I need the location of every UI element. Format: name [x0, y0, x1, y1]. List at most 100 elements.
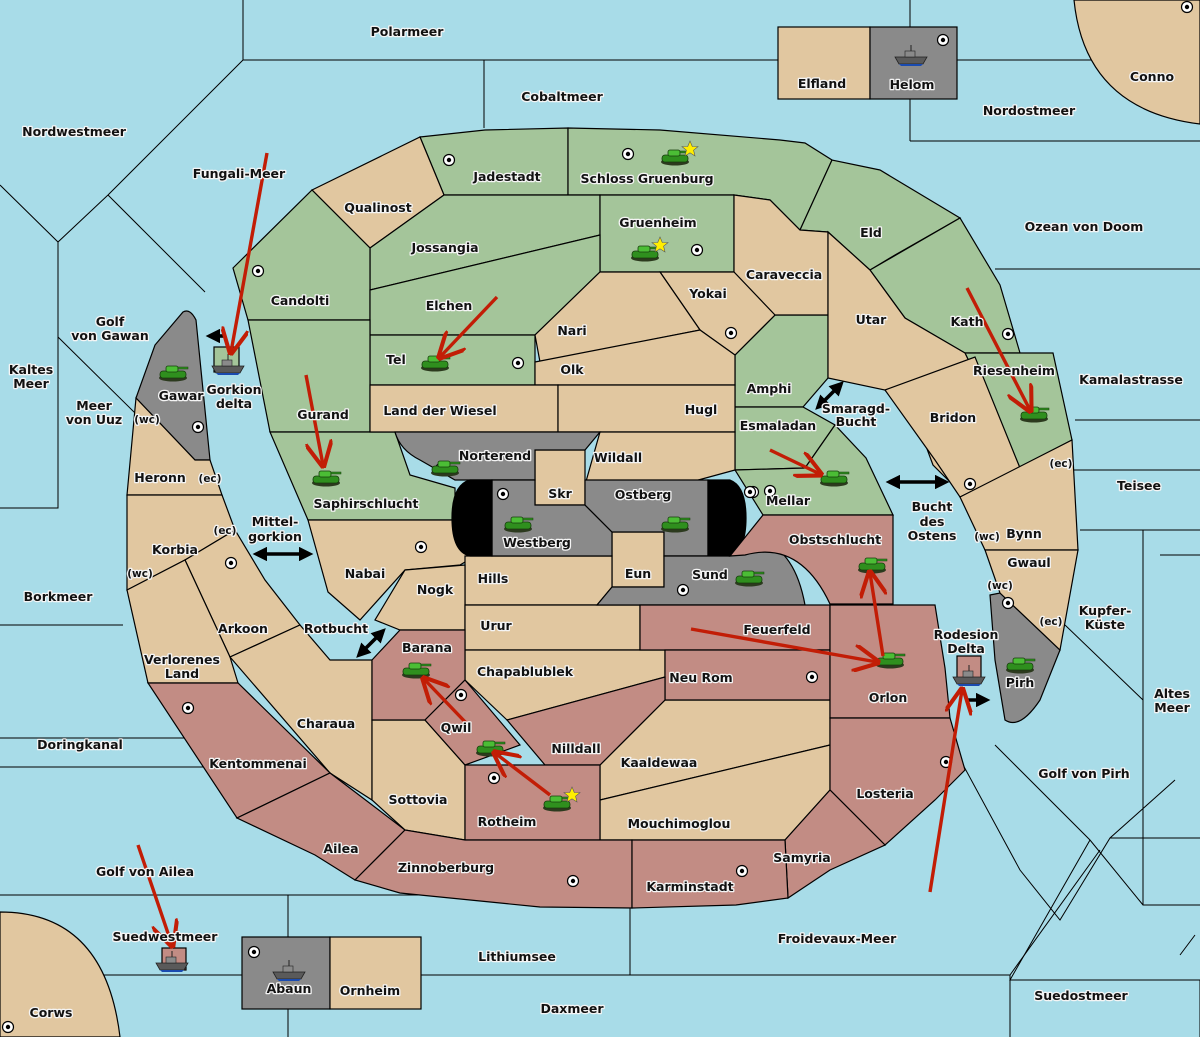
province-label-zinnoberburg: Zinnoberburg — [398, 860, 494, 875]
province-nilldall[interactable] — [505, 676, 666, 766]
provinces-neutral — [126, 194, 1079, 841]
province-label-korbia: Korbia — [152, 542, 198, 557]
sea-label-suedostmeer: Suedostmeer — [1034, 988, 1128, 1003]
province-label-mouchimoglou: Mouchimoglou — [628, 816, 731, 831]
sea-label-rotbucht: Rotbucht — [304, 621, 368, 636]
province-pirh[interactable] — [989, 592, 1061, 724]
province-jadestadt[interactable] — [419, 127, 569, 196]
supply-center-icon — [454, 688, 468, 702]
move-order-arrow — [136, 844, 172, 945]
province-gwaul[interactable] — [984, 549, 1079, 652]
sea-label-fungali-meer: Fungali-Meer — [193, 166, 286, 181]
province-label-utar: Utar — [856, 312, 888, 327]
province-conno[interactable] — [1073, 0, 1200, 125]
province-label-land-der-wiesel: Land der Wiesel — [383, 403, 496, 418]
province-label-nari: Nari — [557, 323, 586, 338]
sea-label-doringkanal: Doringkanal — [37, 737, 123, 752]
province-label-ailea: Ailea — [323, 841, 358, 856]
province-karminstadt[interactable] — [631, 839, 789, 909]
province-label-kaaldewaa: Kaaldewaa — [621, 755, 698, 770]
supply-center-icon — [442, 153, 456, 167]
province-label-nogk: Nogk — [417, 582, 454, 597]
province-label-conno: Conno — [1130, 69, 1175, 84]
province-label-neu-rom: Neu Rom — [669, 670, 732, 685]
sea-label-altes-meer: Altes — [1154, 686, 1190, 701]
sea-label-lithiumsee: Lithiumsee — [478, 949, 556, 964]
province-label-sottovia: Sottovia — [389, 792, 448, 807]
province-label-helom: Helom — [890, 77, 935, 92]
province-label-esmaladan: Esmaladan — [740, 418, 816, 433]
sea-label-mittel-gorkion: Mittel- — [252, 514, 299, 529]
province-label-kath: Kath — [951, 314, 984, 329]
sea-label-smaragd-bucht: Bucht — [836, 414, 877, 429]
province-label-orlon: Orlon — [869, 690, 908, 705]
sea-label-golf-von-pirh: Golf von Pirh — [1038, 766, 1129, 781]
province-label-nabai: Nabai — [345, 566, 386, 581]
coast-label-gwaul-ec: (ec) — [1040, 616, 1063, 628]
sea-label-teisee: Teisee — [1117, 478, 1161, 493]
move-order-arrow — [928, 690, 962, 893]
province-label-ornheim: Ornheim — [340, 983, 400, 998]
province-label-ostberg: Ostberg — [615, 487, 672, 502]
province-skr[interactable] — [534, 449, 586, 506]
supply-center-icon — [496, 487, 510, 501]
sea-label-golf-von-ailea: Golf von Ailea — [96, 864, 194, 879]
sea-label-polarmeer: Polarmeer — [371, 24, 445, 39]
province-ornheim[interactable] — [329, 936, 422, 1010]
province-gruenheim[interactable] — [599, 194, 735, 273]
province-olk[interactable] — [534, 329, 736, 386]
connectors — [205, 328, 991, 708]
supply-center-icon — [247, 945, 261, 959]
supply-center-icon — [936, 33, 950, 47]
province-label-jadestadt: Jadestadt — [472, 169, 540, 184]
province-label-riesenheim: Riesenheim — [973, 363, 1055, 378]
move-order-arrow — [495, 753, 552, 797]
move-order-arrow — [440, 295, 499, 357]
province-label-pirh: Pirh — [1006, 675, 1035, 690]
province-elfland[interactable] — [777, 26, 871, 100]
province-label-qualinost: Qualinost — [344, 200, 411, 215]
move-order-arrow — [424, 679, 472, 729]
supply-center-icon — [963, 477, 977, 491]
supply-center-icon — [224, 556, 238, 570]
supply-center-icon — [621, 147, 635, 161]
province-label-mellar: Mellar — [766, 493, 811, 508]
supply-center-icon — [690, 243, 704, 257]
province-label-sund: Sund — [692, 567, 728, 582]
province-label-qwil: Qwil — [441, 720, 472, 735]
move-order-arrow — [304, 374, 323, 465]
province-label-norterend: Norterend — [459, 448, 531, 463]
sea-label-cobaltmeer: Cobaltmeer — [521, 89, 603, 104]
province-label-gurand: Gurand — [297, 407, 349, 422]
province-verlorenes-land[interactable] — [126, 559, 239, 684]
province-label-olk: Olk — [560, 362, 584, 377]
province-label-samyria: Samyria — [773, 850, 831, 865]
province-wildall[interactable] — [584, 431, 736, 486]
province-label-urur: Urur — [480, 618, 512, 633]
province-label-candolti: Candolti — [271, 293, 330, 308]
sea-label-nordostmeer: Nordostmeer — [983, 103, 1076, 118]
sea-label-kupfer-kueste: Küste — [1085, 617, 1125, 632]
supply-center-icon — [724, 326, 738, 340]
province-label-jossangia: Jossangia — [410, 240, 478, 255]
sea-label-altes-meer: Meer — [1154, 700, 1190, 715]
orders — [136, 152, 1030, 945]
province-label-westberg: Westberg — [503, 535, 571, 550]
sea-label-meer-von-uuz: Meer — [76, 398, 112, 413]
supply-center-icon — [1, 1020, 15, 1034]
move-order-arrow — [690, 627, 877, 662]
coast-label-gawar-wc: (wc) — [134, 414, 160, 426]
province-heronn[interactable] — [126, 396, 223, 496]
province-label-heronn: Heronn — [134, 470, 186, 485]
sea-label-bucht-des-ostens: Bucht — [912, 499, 953, 514]
province-corws[interactable] — [0, 911, 121, 1037]
supply-center-icon — [191, 420, 205, 434]
move-order-arrow — [965, 287, 1030, 410]
province-candolti[interactable] — [232, 189, 371, 321]
province-label-feuerfeld: Feuerfeld — [743, 622, 810, 637]
province-obstschlucht[interactable] — [728, 514, 894, 605]
sea-label-gorkion-delta: delta — [216, 396, 252, 411]
coast-label-korbia-ec: (ec) — [214, 525, 237, 537]
province-label-bynn: Bynn — [1006, 526, 1041, 541]
